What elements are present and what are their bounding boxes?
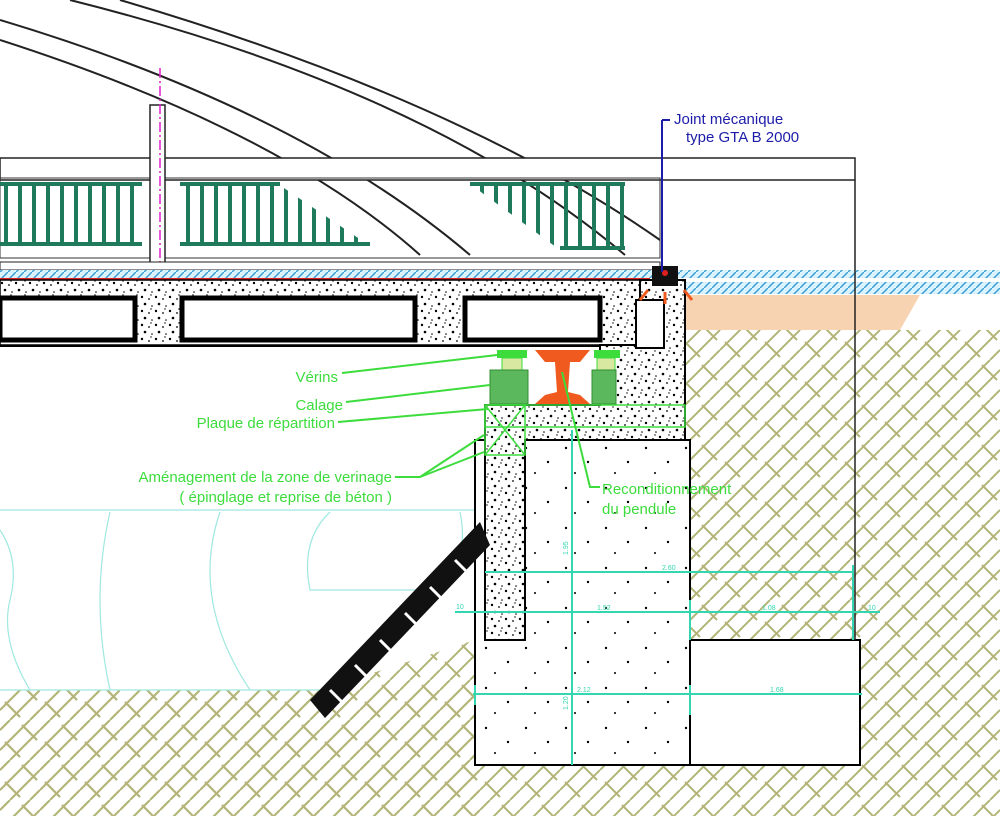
riprap bbox=[310, 522, 490, 718]
dim-label: 1.20 bbox=[563, 696, 570, 710]
abutment bbox=[474, 180, 861, 766]
mechanical-joint bbox=[638, 119, 694, 304]
dim-label: 1.08 bbox=[762, 605, 776, 612]
dim-label: 2.60 bbox=[662, 565, 676, 572]
soil-hatch bbox=[0, 330, 1000, 816]
dimension-labels: 2.60 1.52 1.08 10 10 2.12 1.68 1.95 1.20 bbox=[456, 541, 876, 710]
deck-parapet bbox=[0, 104, 856, 281]
jacking-zone bbox=[484, 404, 686, 456]
amenagement-label-line1: Aménagement de la zone de verinage bbox=[138, 469, 392, 486]
leader-lines bbox=[337, 354, 600, 488]
dim-label: 1.52 bbox=[597, 605, 611, 612]
dim-label: 10 bbox=[456, 604, 464, 611]
railing bbox=[0, 182, 625, 250]
dim-label: 10 bbox=[868, 605, 876, 612]
verins-label: Vérins bbox=[295, 369, 338, 386]
joint-label-line1: Joint mécanique bbox=[674, 111, 783, 128]
deck-slab bbox=[0, 279, 641, 347]
dim-label: 1.68 bbox=[770, 687, 784, 694]
plaque-label: Plaque de répartition bbox=[197, 415, 335, 432]
joint-label-line2: type GTA B 2000 bbox=[686, 129, 799, 146]
amenagement-label-line2: ( épinglage et reprise de béton ) bbox=[179, 489, 392, 506]
dimension-lines bbox=[455, 430, 880, 765]
reconditionnement-label-line2: du pendule bbox=[602, 501, 676, 518]
reconditionnement-label-line1: Reconditionnement bbox=[602, 481, 732, 498]
dim-label: 1.95 bbox=[563, 541, 570, 555]
calage-label: Calage bbox=[295, 397, 343, 414]
dim-label: 2.12 bbox=[577, 687, 591, 694]
jacks bbox=[489, 350, 620, 405]
